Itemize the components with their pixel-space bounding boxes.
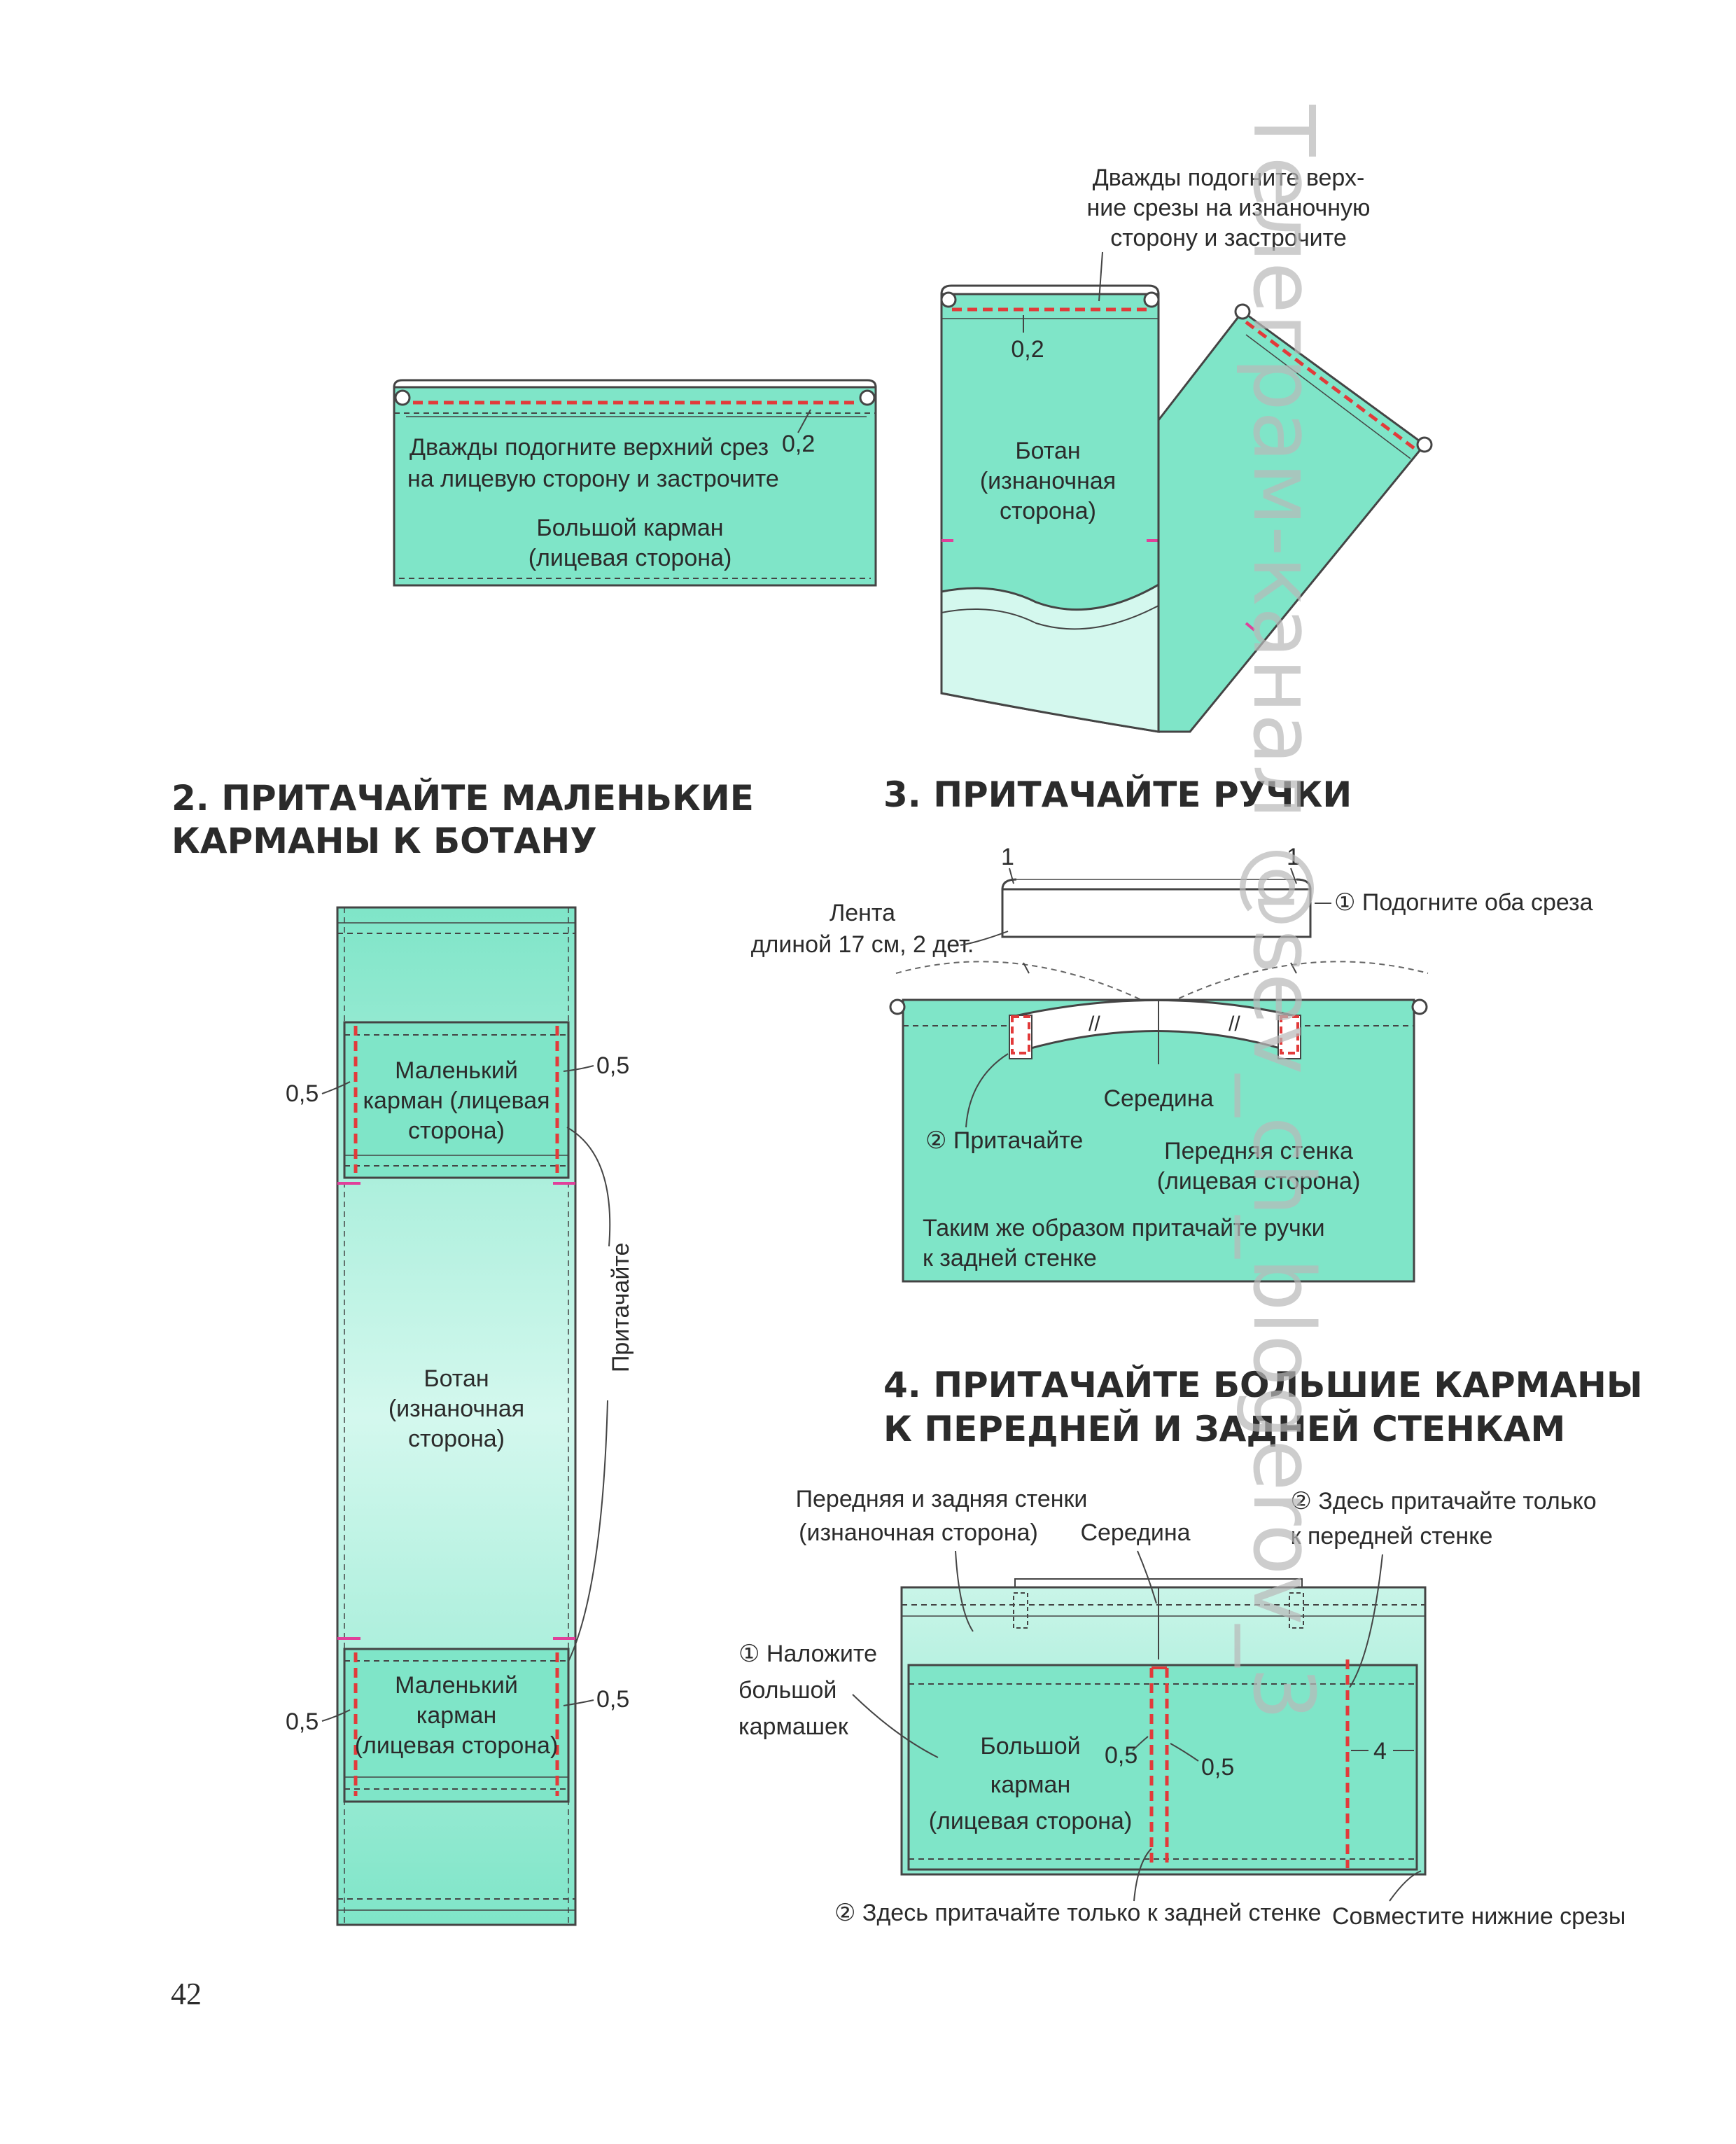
- step2-heading-1: 2. ПРИТАЧАЙТЕ МАЛЕНЬКИЕ: [172, 777, 754, 819]
- step4-walls-1: Передняя и задняя стенки: [796, 1486, 1088, 1512]
- step3-tape-1: Лента: [830, 900, 895, 926]
- step2-margin-right-bottom: 0,5: [596, 1686, 629, 1713]
- step2-small-pocket-top: [337, 1021, 575, 1185]
- step3-equal-1: //: [1088, 1012, 1100, 1036]
- step2-side-label: Притачайте: [608, 1243, 634, 1372]
- step4-pocket-2: карман: [990, 1771, 1071, 1798]
- fig1-pocket-note-1: Дважды подогните верхний срез: [410, 434, 769, 461]
- step2-margin-left-top: 0,5: [286, 1080, 318, 1107]
- fig1-top-note-3: сторону и застрочите: [1110, 225, 1347, 251]
- step4-pocket-3: (лицевая сторона): [929, 1808, 1133, 1835]
- step2-center-1: Ботан: [424, 1365, 489, 1392]
- step3-heading: 3. ПРИТАЧАЙТЕ РУЧКИ: [883, 774, 1352, 815]
- step2-small-pocket-bottom-3: (лицевая сторона): [355, 1732, 559, 1759]
- fig1-bottom-title-3: сторона): [1000, 498, 1096, 524]
- step2-small-pocket-bottom: [337, 1637, 575, 1803]
- step4-heading-1: 4. ПРИТАЧАЙТЕ БОЛЬШИЕ КАРМАНЫ: [883, 1364, 1643, 1405]
- step4-m1: 0,5: [1105, 1742, 1138, 1769]
- step4-overlay-1: ① Наложите: [738, 1641, 877, 1667]
- step4-front-only-2: к передней стенке: [1291, 1523, 1493, 1550]
- step4-heading-2: К ПЕРЕДНЕЙ И ЗАДНЕЙ СТЕНКАМ: [883, 1408, 1565, 1449]
- fig1-top-note-1: Дважды подогните верх-: [1093, 165, 1365, 191]
- step2-margin-right-top: 0,5: [596, 1052, 629, 1079]
- step4-back-only: ② Здесь притачайте только к задней стенк…: [834, 1900, 1322, 1926]
- fig1-bottom-title-2: (изнаночная: [980, 468, 1116, 494]
- step2-small-pocket-bottom-1: Маленький: [395, 1672, 518, 1699]
- step3-middle: Середина: [1103, 1085, 1213, 1112]
- step4-align: Совместите нижние срезы: [1332, 1903, 1625, 1930]
- step2-small-pocket-top-2: карман (лицевая: [363, 1087, 550, 1114]
- step2-heading-2: КАРМАНЫ К БОТАНУ: [172, 821, 597, 861]
- step3-attach: ② Притачайте: [925, 1127, 1083, 1154]
- step2-margin-left-bottom: 0,5: [286, 1708, 318, 1735]
- step3-same-2: к задней стенке: [923, 1245, 1097, 1272]
- step3-front-1: Передняя стенка: [1164, 1138, 1353, 1164]
- step3-equal-2: //: [1228, 1012, 1240, 1036]
- step4-middle: Середина: [1080, 1519, 1190, 1546]
- step4-pocket-1: Большой: [980, 1733, 1080, 1760]
- step3-same-1: Таким же образом притачайте ручки: [923, 1215, 1325, 1241]
- fig1-bottom-piece: [940, 284, 1433, 733]
- step3-fold-1: 1: [1001, 844, 1014, 870]
- fig1-bottom-title-1: Ботан: [1015, 438, 1080, 464]
- step3-front-2: (лицевая сторона): [1157, 1168, 1361, 1195]
- fig1-big-pocket: [393, 379, 877, 587]
- step4-front-only-1: ② Здесь притачайте только: [1290, 1488, 1596, 1515]
- step4-walls: [900, 1578, 1427, 1876]
- fig1-pocket-margin: 0,2: [782, 431, 815, 457]
- step3-front-wall: [889, 961, 1429, 1283]
- step2-small-pocket-top-3: сторона): [408, 1118, 505, 1144]
- fig1-pocket-note-2: на лицевую сторону и застрочите: [407, 466, 779, 492]
- step4-m2: 0,5: [1201, 1754, 1234, 1781]
- step3-tape: [1001, 878, 1312, 938]
- step4-walls-2: (изнаночная сторона): [799, 1519, 1038, 1546]
- page-number: 42: [171, 1977, 202, 2011]
- fig1-pocket-title-1: Большой карман: [536, 515, 723, 541]
- step3-fold-note: ① Подогните оба среза: [1334, 889, 1593, 916]
- step4-m3: 4: [1373, 1738, 1387, 1764]
- step3-fold-2: 1: [1287, 844, 1300, 870]
- watermark: Телеграм-канал @sev_ch_blogerov_3: [1234, 104, 1331, 1720]
- step2-small-pocket-top-1: Маленький: [395, 1057, 518, 1084]
- step2-center-2: (изнаночная: [388, 1395, 524, 1422]
- step3-tape-2: длиной 17 см, 2 дет.: [751, 931, 974, 958]
- fig1-bottom-margin: 0,2: [1011, 336, 1044, 363]
- step4-overlay-2: большой: [738, 1677, 836, 1704]
- step4-overlay-3: кармашек: [738, 1713, 849, 1740]
- step2-small-pocket-bottom-2: карман: [416, 1702, 497, 1729]
- step2-center-3: сторона): [408, 1426, 505, 1452]
- fig1-top-note-2: ние срезы на изнаночную: [1087, 195, 1371, 221]
- fig1-pocket-title-2: (лицевая сторона): [528, 545, 732, 571]
